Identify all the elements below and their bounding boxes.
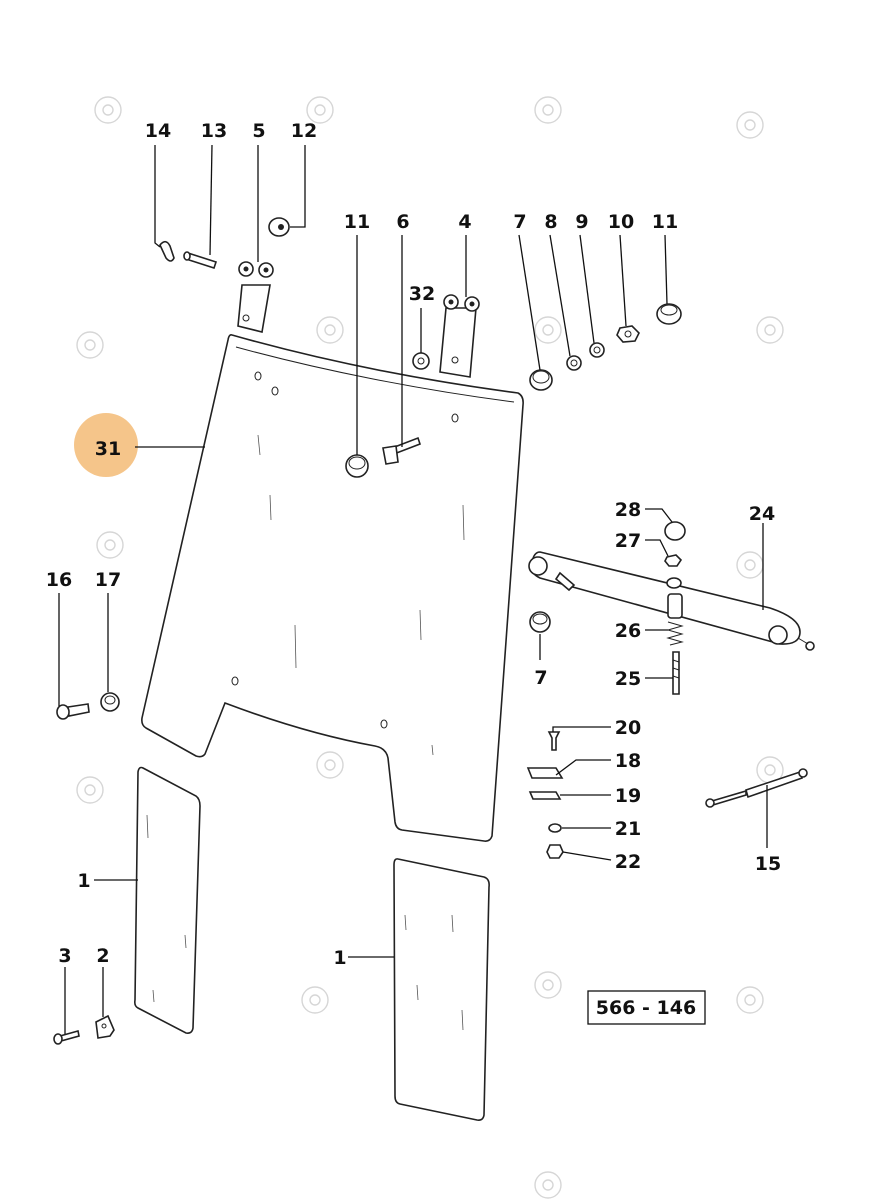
stud-part-25 [672, 651, 680, 695]
screw-part-20 [547, 731, 561, 751]
sdf-watermark-logo [301, 986, 329, 1014]
sdf-watermark-logo [534, 1171, 562, 1199]
reference-box [587, 990, 706, 1025]
clip-part-2 [95, 1014, 115, 1039]
label-18: 18 [615, 750, 641, 772]
plate-part-19 [528, 791, 562, 800]
grommet-part-11-top [656, 303, 682, 325]
sdf-watermark-logo [736, 551, 764, 579]
label-15: 15 [755, 853, 781, 875]
label-14: 14 [145, 120, 171, 142]
label-10: 10 [608, 211, 634, 233]
bolt-part-16 [56, 703, 90, 720]
highlight-marker [74, 413, 138, 477]
part-labels: 14 13 5 12 11 6 4 32 7 8 9 10 11 31 28 2… [46, 120, 781, 969]
washer-part-8 [566, 355, 582, 371]
nut-part-22 [546, 844, 564, 859]
sdf-watermark-logo [736, 986, 764, 1014]
sdf-watermark-logo [736, 111, 764, 139]
sdf-watermark-logo [76, 331, 104, 359]
sdf-watermark-logo [94, 96, 122, 124]
sdf-watermark-logo [96, 531, 124, 559]
sdf-watermark-logo [756, 316, 784, 344]
label-16: 16 [46, 569, 72, 591]
sdf-watermark-logo [306, 96, 334, 124]
label-7: 7 [513, 211, 526, 233]
label-28: 28 [615, 499, 641, 521]
support-arm-part-24 [528, 551, 815, 651]
sdf-watermark-logo [534, 96, 562, 124]
label-6: 6 [396, 211, 409, 233]
label-5: 5 [252, 120, 265, 142]
bracket-part-18 [526, 767, 564, 779]
label-9: 9 [575, 211, 588, 233]
sdf-watermark-logo [316, 751, 344, 779]
label-24: 24 [749, 503, 775, 525]
side-glass-right [393, 858, 490, 1121]
label-31: 31 [95, 438, 121, 460]
label-3: 3 [58, 945, 71, 967]
pin-part-13 [183, 251, 218, 270]
label-1: 1 [77, 870, 90, 892]
label-2: 2 [96, 945, 109, 967]
grommet-part-7-lower [529, 611, 551, 633]
washer-part-32 [412, 352, 430, 370]
label-4: 4 [458, 211, 471, 233]
sdf-watermark-logo [534, 316, 562, 344]
label-12: 12 [291, 120, 317, 142]
label-8: 8 [544, 211, 557, 233]
nut-part-27 [664, 554, 683, 567]
washer-part-21 [548, 823, 562, 833]
nut-part-17 [100, 692, 120, 712]
label-13: 13 [201, 120, 227, 142]
sdf-watermark-logo [534, 971, 562, 999]
reference-code: 566 - 146 [596, 997, 696, 1019]
hinge-part-5 [237, 261, 274, 333]
label-11: 11 [652, 211, 678, 233]
label-21: 21 [615, 818, 641, 840]
windscreen-glass [141, 334, 524, 842]
label-7: 7 [534, 667, 547, 689]
grommet-part-7-top [529, 369, 553, 391]
label-11: 11 [344, 211, 370, 233]
cap-part-28 [664, 521, 686, 541]
label-17: 17 [95, 569, 121, 591]
bush-part-12 [268, 217, 290, 237]
label-25: 25 [615, 668, 641, 690]
screw-part-3 [53, 1029, 80, 1045]
gas-strut-part-15 [705, 768, 808, 808]
label-32: 32 [409, 283, 435, 305]
hinge-part-4 [439, 294, 480, 378]
sdf-watermark-logo [76, 776, 104, 804]
sdf-watermark-logo [316, 316, 344, 344]
label-27: 27 [615, 530, 641, 552]
label-19: 19 [615, 785, 641, 807]
clip-part-14 [159, 240, 175, 262]
label-26: 26 [615, 620, 641, 642]
side-glass-left [134, 766, 201, 1034]
leader-lines [58, 144, 768, 1034]
label-22: 22 [615, 851, 641, 873]
bolt-part-6 [382, 436, 422, 465]
spring-part-26 [666, 593, 684, 646]
washer-part-9 [589, 342, 605, 358]
label-20: 20 [615, 717, 641, 739]
nut-part-10 [616, 325, 640, 343]
grommet-part-11 [345, 454, 369, 478]
label-1: 1 [333, 947, 346, 969]
